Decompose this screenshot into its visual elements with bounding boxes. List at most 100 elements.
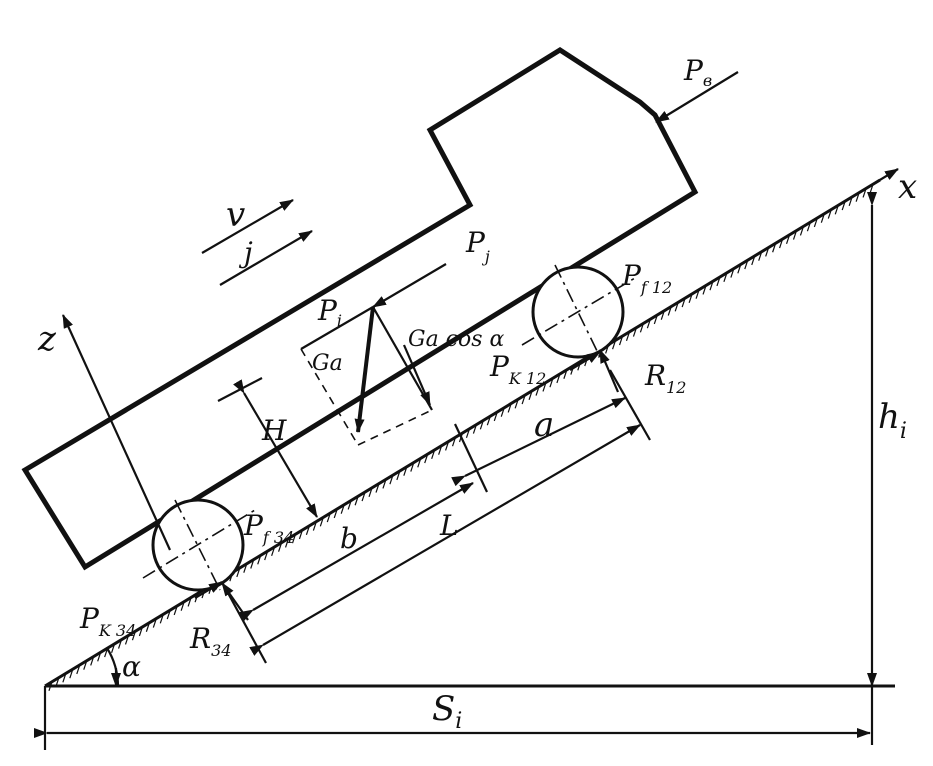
ga-arrow xyxy=(354,306,375,433)
hatch-tick xyxy=(55,677,60,687)
pk34-arrow xyxy=(194,581,223,599)
r12-label: R12 xyxy=(644,359,686,397)
rear-axle-extension xyxy=(227,592,267,664)
hatch-tick xyxy=(862,188,867,198)
hatch-tick xyxy=(695,289,700,299)
hatch-tick xyxy=(827,209,832,219)
hatch-tick xyxy=(612,340,617,350)
hatch-tick xyxy=(138,626,143,637)
hi-label: hi xyxy=(878,397,907,444)
hatch-tick xyxy=(563,369,568,379)
hatch-tick xyxy=(848,196,853,207)
hatch-tick xyxy=(180,601,185,611)
force-dash-1 xyxy=(300,348,359,446)
hatch-tick xyxy=(69,668,74,679)
z-axis-label: z xyxy=(37,319,57,359)
pi-label: Pi xyxy=(317,294,342,330)
v-arrow xyxy=(201,199,294,254)
r12-arrow xyxy=(598,349,620,393)
a-label: a xyxy=(534,405,554,445)
j-label: j xyxy=(238,236,253,269)
pv-arrow xyxy=(655,71,739,123)
hatch-tick xyxy=(723,272,728,282)
cg-extension xyxy=(454,423,488,493)
hatch-tick xyxy=(556,373,561,384)
front-axle-extension xyxy=(609,369,651,441)
hatch-tick xyxy=(799,226,805,236)
h-extension xyxy=(217,377,263,402)
pf12-label: Pf 12 xyxy=(621,259,672,297)
hatch-tick xyxy=(869,184,874,194)
hatch-tick xyxy=(625,331,631,341)
l-dimension xyxy=(249,424,641,656)
hatch-tick xyxy=(159,614,164,624)
hatch-tick xyxy=(173,605,178,616)
hatch-tick xyxy=(660,310,665,320)
r34-label: R34 xyxy=(189,622,231,660)
hatch-tick xyxy=(97,652,102,662)
pj-arrow xyxy=(372,263,447,308)
hatch-tick xyxy=(813,217,818,228)
pk12-arrow xyxy=(569,351,601,371)
z-axis-arrow xyxy=(61,314,172,551)
pk34-label: PK 34 xyxy=(79,602,136,640)
force-dash-2 xyxy=(357,409,433,446)
hatch-tick xyxy=(83,660,88,670)
hatch-tick xyxy=(841,200,846,211)
hatch-tick xyxy=(48,681,53,691)
hatch-tick xyxy=(646,318,651,329)
x-axis-label: x xyxy=(898,167,917,207)
hatch-tick xyxy=(744,259,749,270)
pf34-label: Pf 34 xyxy=(243,509,294,547)
hatch-tick xyxy=(765,247,770,257)
front-wheel-axis-line xyxy=(521,277,636,346)
hatch-tick xyxy=(535,386,540,396)
j-arrow xyxy=(219,230,313,286)
hatch-tick xyxy=(653,314,658,325)
hatch-tick xyxy=(542,382,547,392)
hatch-tick xyxy=(632,327,638,337)
r34-arrow xyxy=(221,582,249,621)
hatch-tick xyxy=(702,285,707,295)
hatch-tick xyxy=(124,635,130,645)
b-label: b xyxy=(340,522,358,555)
hatch-tick xyxy=(131,630,137,641)
hatch-tick xyxy=(820,213,825,223)
si-label: Si xyxy=(432,689,462,734)
hatch-tick xyxy=(166,609,171,620)
hatch-tick xyxy=(618,335,624,346)
v-label: v xyxy=(226,195,245,235)
hatch-tick xyxy=(549,377,554,388)
hatch-tick xyxy=(855,192,860,202)
pk12-label: PK 12 xyxy=(489,350,546,388)
hatch-tick xyxy=(779,238,784,249)
hatch-tick xyxy=(792,230,798,240)
hatch-tick xyxy=(145,622,150,632)
rear-wheel-vertical-line xyxy=(174,499,221,591)
pv-label: Pв xyxy=(683,54,712,90)
hatch-tick xyxy=(152,618,157,628)
h-dimension xyxy=(233,379,318,518)
hatch-tick xyxy=(674,302,679,312)
hatch-tick xyxy=(709,281,714,291)
h-cap-label: H xyxy=(261,414,287,447)
hatch-tick xyxy=(111,643,116,654)
hatch-tick xyxy=(76,664,81,675)
hatch-tick xyxy=(187,597,192,607)
hatch-tick xyxy=(117,639,123,649)
rear-wheel-axis-line xyxy=(142,509,256,579)
hatch-tick xyxy=(834,205,839,215)
hatch-tick xyxy=(681,297,686,308)
ga-cos-arrow xyxy=(402,344,432,406)
hatch-tick xyxy=(772,243,777,253)
hatch-tick xyxy=(730,268,735,278)
hatch-tick xyxy=(785,234,791,245)
ga-cos-label: Ga cos α xyxy=(408,327,505,352)
hatch-tick xyxy=(688,293,693,304)
hatch-tick xyxy=(90,656,95,666)
pj-label: Pj xyxy=(465,226,490,266)
ga-label: Ga xyxy=(312,351,343,376)
alpha-label: α xyxy=(122,650,141,683)
